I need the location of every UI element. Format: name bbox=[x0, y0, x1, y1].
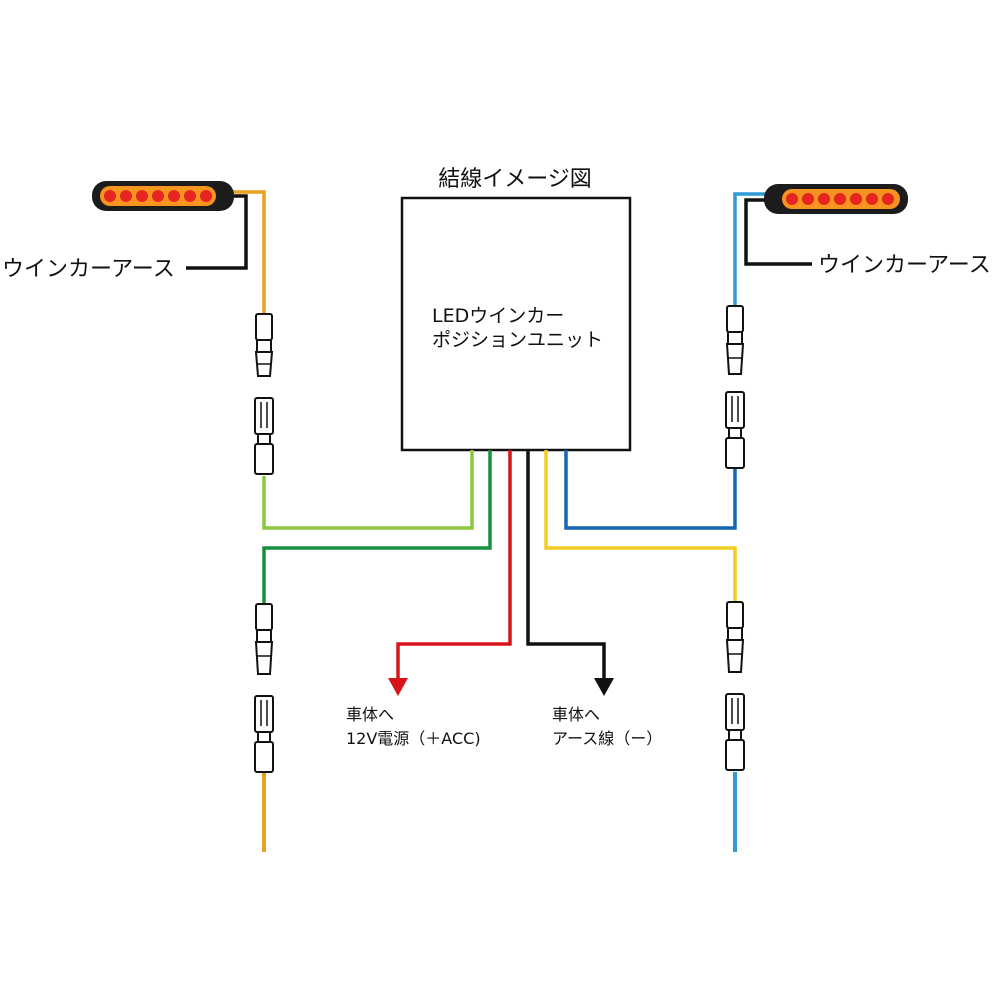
diagram-title: 結線イメージ図 bbox=[438, 167, 592, 192]
black-arrow-head bbox=[594, 678, 614, 696]
left-earth-label: ウインカーアース bbox=[2, 257, 175, 282]
ground-dest-line1: 車体へ bbox=[552, 705, 600, 724]
right-lower-female-connector bbox=[725, 693, 745, 771]
right-upper-male-connector bbox=[725, 305, 745, 375]
left-led-orange-wire bbox=[232, 190, 266, 316]
ground-dest-line2: アース線（ー） bbox=[552, 729, 662, 748]
right-led-lightblue-wire bbox=[733, 192, 766, 308]
unit-label-line1: LEDウインカー bbox=[432, 305, 564, 327]
power-dest-line1: 車体へ bbox=[346, 705, 394, 724]
left-lower-male-connector bbox=[254, 603, 274, 675]
unit-label-line2: ポジションユニット bbox=[432, 329, 603, 351]
right-earth-wire bbox=[744, 198, 812, 266]
power-dest-line2: 12V電源（＋ACC) bbox=[346, 729, 481, 748]
left-upper-male-connector bbox=[254, 313, 274, 377]
right-led-turn-signal bbox=[764, 184, 908, 214]
right-lower-male-connector bbox=[725, 601, 745, 673]
red-arrow-head bbox=[388, 678, 408, 696]
left-earth-wire bbox=[186, 194, 248, 270]
yellow-wire bbox=[544, 450, 737, 604]
green-wire bbox=[262, 450, 492, 604]
left-led-turn-signal bbox=[92, 181, 234, 211]
led-unit-box bbox=[400, 196, 632, 452]
left-lower-female-connector bbox=[254, 695, 274, 773]
black-ground-wire bbox=[526, 450, 606, 680]
blue-wire bbox=[564, 450, 737, 530]
left-upper-female-connector bbox=[254, 397, 274, 475]
right-upper-female-connector bbox=[725, 391, 745, 469]
red-power-wire bbox=[396, 450, 512, 680]
right-earth-label: ウインカーアース bbox=[818, 253, 991, 278]
light-green-wire bbox=[262, 450, 474, 530]
